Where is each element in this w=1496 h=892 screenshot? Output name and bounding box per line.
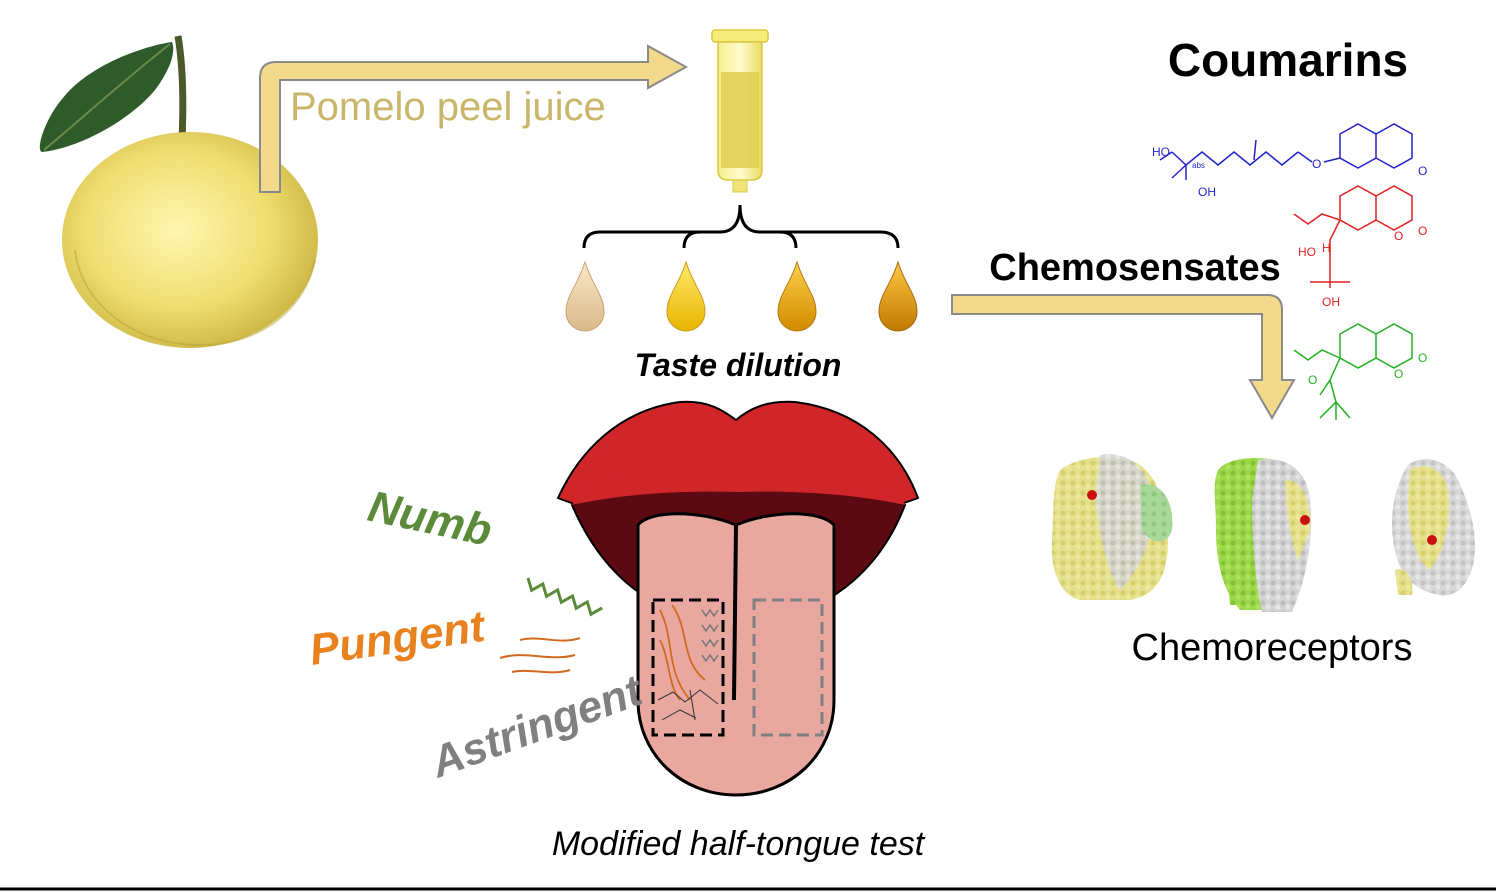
chemoreceptors-label: Chemoreceptors [1132,627,1413,669]
mol1-o: O [1312,157,1321,171]
tongue-icon [556,400,920,797]
numb-wave-icon [526,577,603,617]
mol1-keto: O [1418,164,1427,178]
droplet-icon [565,260,918,332]
arrow-pomelo-to-juice [259,44,689,193]
arrow-to-chemoreceptors [951,294,1296,420]
mol1-oh: OH [1198,185,1216,199]
half-tongue-test-label: Modified half-tongue test [552,825,926,863]
astringent-label: Astringent [424,665,651,787]
mol2-h: H [1322,241,1331,255]
chemosensates-label: Chemosensates [989,247,1280,289]
mol3-ketone: O [1308,373,1317,387]
pomelo-juice-label: Pomelo peel juice [290,85,606,129]
protein-structure-icon [1214,458,1312,612]
mol3-keto: O [1418,351,1427,365]
pungent-streaks-icon [499,637,581,674]
mol2-o: O [1394,229,1403,243]
pungent-label: Pungent [307,602,490,675]
dilution-brace [582,204,900,249]
pomelo-fruit-icon [39,35,318,348]
mol3-o: O [1394,367,1403,381]
coumarin-molecule-1 [1159,123,1413,180]
mol2-oh: OH [1322,295,1340,309]
taste-dilution-label: Taste dilution [635,347,842,383]
coumarin-molecule-2 [1293,185,1413,288]
mol2-keto: O [1418,224,1427,238]
mol1-abs: abs [1192,161,1205,170]
mol1-ho: HO [1152,145,1170,159]
coumarin-molecule-3 [1293,323,1413,420]
coumarins-title: Coumarins [1168,34,1408,86]
protein-structure-icon [1051,454,1173,600]
protein-structure-icon [1392,459,1476,596]
numb-label: Numb [364,482,496,556]
mol2-ho: HO [1298,245,1316,259]
syringe-tube-icon [711,29,769,193]
